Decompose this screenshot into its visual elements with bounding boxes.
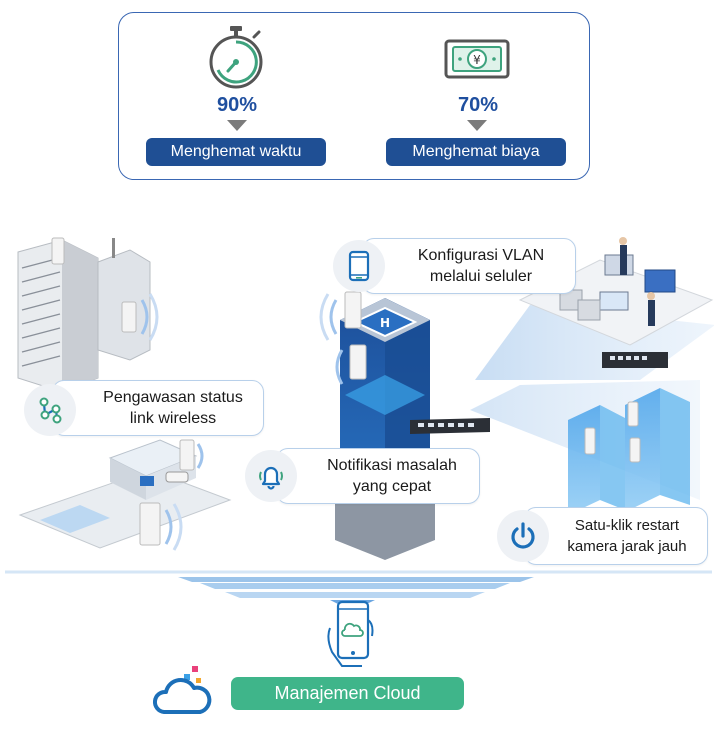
link-nodes-icon (39, 397, 62, 424)
smartphone-icon (348, 250, 370, 282)
svg-text:¥: ¥ (473, 53, 481, 67)
time-saving-percent: 90% (216, 94, 258, 116)
time-arrow-icon (227, 120, 247, 131)
cloud-management-label: Manajemen Cloud (231, 677, 464, 710)
feature-camera-restart: Satu-klik restart kamera jarak jauh (524, 507, 708, 565)
bell-icon (259, 466, 283, 490)
feature-link-monitoring: Pengawasan status link wireless (52, 380, 264, 436)
feature-link-monitoring-line1: Pengawasan status (103, 389, 243, 406)
banknote-icon: ¥ (444, 39, 510, 79)
cost-saving-label: Menghemat biaya (386, 138, 566, 166)
cloud-icon (153, 666, 212, 714)
bell-icon-holder (245, 450, 297, 502)
feature-fast-notification-line2: yang cepat (352, 478, 432, 495)
feature-vlan-config-line2: melalui seluler (429, 268, 533, 285)
power-icon (511, 522, 535, 549)
network-scene-illustration: H (5, 237, 714, 582)
network-switch-center (410, 418, 490, 434)
feature-camera-restart-line2: kamera jarak jauh (567, 538, 687, 555)
feature-fast-notification: Notifikasi masalah yang cepat (276, 448, 480, 504)
power-icon-holder (497, 510, 549, 562)
cloud-flow-lines (5, 570, 712, 582)
feature-vlan-config-line1: Konfigurasi VLAN (417, 247, 545, 264)
link-nodes-icon-holder (24, 384, 76, 436)
phone-in-hand-icon (327, 600, 374, 667)
office-building (17, 237, 159, 393)
parking-lot (18, 439, 232, 551)
cost-arrow-icon (467, 120, 487, 131)
svg-text:H: H (380, 316, 390, 330)
time-saving-label: Menghemat waktu (146, 138, 326, 166)
feature-vlan-config: Konfigurasi VLAN melalui seluler (362, 238, 576, 294)
cost-saving-percent: 70% (457, 94, 499, 116)
feature-link-monitoring-line2: link wireless (129, 410, 217, 427)
feature-camera-restart-line1: Satu-klik restart (574, 517, 680, 534)
camera-rack-structure (568, 388, 690, 515)
feature-fast-notification-line1: Notifikasi masalah (327, 457, 457, 474)
network-switch-office (602, 352, 668, 368)
smartphone-icon-holder (333, 240, 385, 292)
stopwatch-icon (209, 26, 263, 89)
